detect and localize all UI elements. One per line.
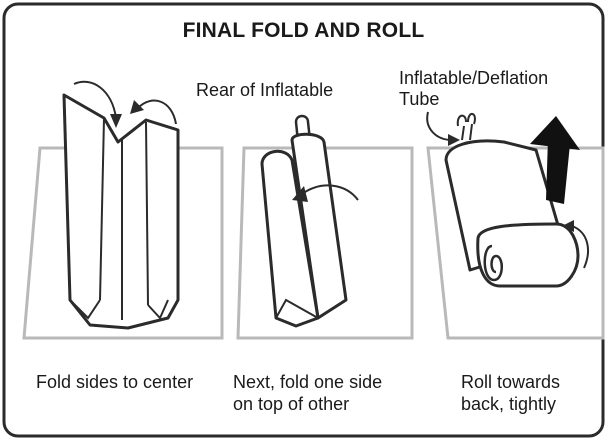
step-2-caption: Next, fold one side on top of other [233,371,382,415]
step-3-caption: Roll towards back, tightly [461,371,560,415]
diagram-title: FINAL FOLD AND ROLL [0,19,607,43]
step-1-caption: Fold sides to center [36,371,193,393]
step-3-caption-line-1: Roll towards [461,371,560,393]
label-tube-line-1: Inflatable/Deflation [399,68,548,89]
step-3-caption-line-2: back, tightly [461,393,560,415]
label-rear-of-inflatable: Rear of Inflatable [196,80,333,101]
label-tube-line-2: Tube [399,89,439,110]
step-3-roll [478,224,578,286]
step-2-caption-line-2: on top of other [233,393,382,415]
step-1-caption-line-1: Fold sides to center [36,371,193,393]
step-2-caption-line-1: Next, fold one side [233,371,382,393]
